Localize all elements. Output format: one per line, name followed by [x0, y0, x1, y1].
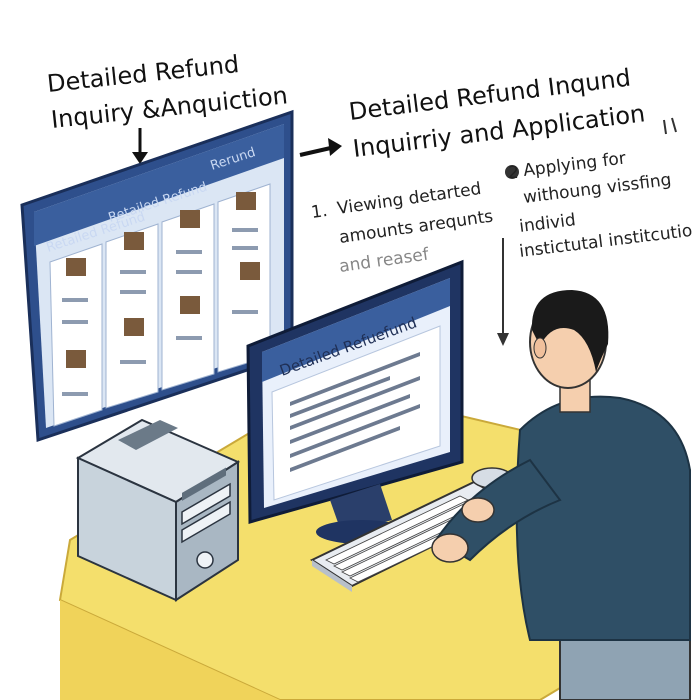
- step1-number: 1.: [310, 201, 329, 223]
- step1-line3: and reasef: [338, 244, 431, 276]
- person-torso: [515, 395, 691, 641]
- left-caption: Detailed Refund Inquiry &Anquiction: [46, 50, 289, 134]
- step2-bullet: [505, 165, 519, 179]
- bank-icon-8: [66, 350, 86, 368]
- computer-tower: [75, 418, 241, 602]
- monitor: Detailed Refuefund: [246, 259, 464, 544]
- monitor-titlebar: [262, 278, 450, 382]
- person-hand-right: [461, 497, 495, 523]
- person-hair: [531, 290, 609, 372]
- step2-line3: individ: [518, 210, 577, 237]
- tower-front-bays: [181, 482, 231, 544]
- tower-drive-slot: [182, 467, 226, 501]
- bank-icon-3: [180, 210, 200, 228]
- bank-icon-4: [236, 192, 256, 210]
- bank-icon-5: [180, 296, 200, 314]
- bank-building-icons: [66, 192, 260, 368]
- monitor-text-lines: [290, 352, 420, 472]
- right-arrow: [299, 138, 342, 157]
- right-caption: Detailed Refund Inqund Inquirriy and App…: [347, 64, 646, 163]
- step1-note: 1. Viewing detarted amounts arequnts and…: [310, 179, 495, 277]
- step2-tick-marks: [663, 117, 677, 135]
- step2-line1: Applying for: [522, 149, 627, 181]
- step2-note: 2 Applying for withoung vissfing individ…: [505, 149, 693, 262]
- bank-icon-1: [66, 258, 86, 276]
- person: [431, 290, 691, 700]
- wall-screen: Retailed Refund Rerund Retailed Refund: [20, 109, 294, 443]
- power-button-icon: [196, 551, 214, 569]
- bank-icon-7: [124, 318, 144, 336]
- person-hand-left: [431, 533, 469, 563]
- bank-icon-6: [240, 262, 260, 280]
- monitor-document: [271, 325, 441, 501]
- step2-number: 2: [508, 163, 519, 183]
- down-arrow-left: [132, 128, 148, 164]
- desk-front-edge: [60, 600, 280, 700]
- down-arrow-right: [497, 238, 509, 346]
- wall-screen-header: [34, 124, 284, 246]
- tower-top-vent: [118, 420, 178, 450]
- bank-icon-2: [124, 232, 144, 250]
- person-ear: [533, 337, 547, 359]
- wall-screen-text-lines: [62, 228, 258, 396]
